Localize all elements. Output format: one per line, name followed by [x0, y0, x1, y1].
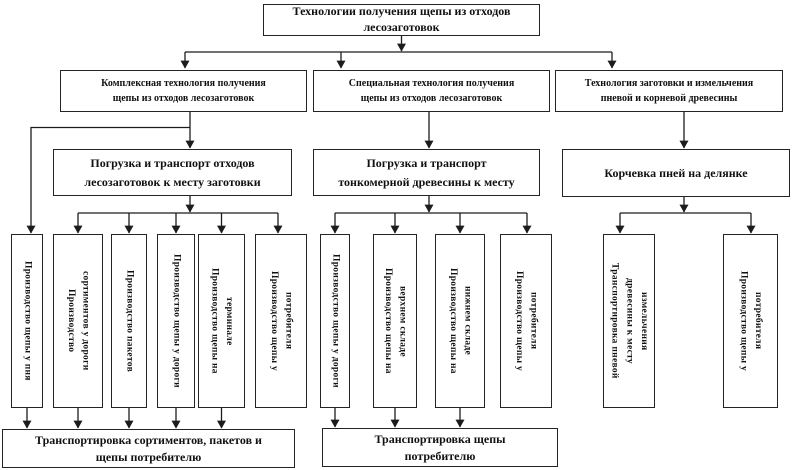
branch3-production-label-1: Транспортировка пневой древесины к месту…	[609, 263, 650, 379]
branch3-technology-box: Технология заготовки и измельчения пнево…	[555, 70, 783, 112]
branch3-production-box-2: Производство щепы у потребителя	[723, 234, 778, 408]
branch1-production-label-4: Производство щепы у дороги	[171, 254, 182, 388]
branch1-production-label-6: Производство щепы у потребителя	[269, 270, 294, 372]
branch2-delivery-box: Транспортировка щепы потребителю	[322, 428, 558, 467]
branch1-production-box-1: Производство щепы у пня	[11, 234, 43, 408]
branch2-technology-box: Специальная технология получения щепы из…	[313, 70, 550, 112]
branch2-production-label-3: Производство щепы на нижнем складе	[448, 268, 473, 374]
branch3-production-box-1: Транспортировка пневой древесины к месту…	[603, 234, 655, 408]
branch1-delivery-box: Транспортировка сортиментов, пакетов и щ…	[2, 429, 295, 468]
branch1-production-box-5: Производство щепы на терминале	[198, 234, 245, 408]
branch2-production-box-2: Производство щепы на верхнем складе	[373, 234, 417, 408]
branch1-production-label-5: Производство щепы на терминале	[209, 268, 235, 374]
branch2-production-box-4: Производство щепы у потребителя	[500, 234, 552, 408]
branch2-production-box-3: Производство щепы на нижнем складе	[435, 234, 485, 408]
branch3-production-label-2: Производство щепы у потребителя	[738, 270, 764, 372]
branch2-production-label-4: Производство щепы у потребителя	[514, 270, 539, 372]
branch3-operation-box: Корчевка пней на делянке	[562, 149, 790, 197]
branch2-production-box-1: Производство щепы у дороги	[320, 234, 350, 408]
branch1-production-box-3: Производство пакетов	[111, 234, 147, 408]
branch1-production-label-1: Производство щепы у пня	[22, 261, 33, 381]
branch2-operation-box: Погрузка и транспорт тонкомерной древеси…	[313, 149, 540, 196]
branch1-production-label-2: Производство сортиментов у дороги	[66, 271, 91, 371]
branch1-operation-box: Погрузка и транспорт отходов лесозаготов…	[53, 149, 292, 196]
branch1-production-box-2: Производство сортиментов у дороги	[53, 234, 103, 408]
branch2-production-label-2: Производство щепы на верхнем складе	[383, 268, 408, 374]
branch1-production-box-4: Производство щепы у дороги	[157, 234, 195, 408]
branch1-production-box-6: Производство щепы у потребителя	[255, 234, 307, 408]
root-box: Технологии получения щепы из отходов лес…	[263, 4, 540, 36]
branch1-technology-box: Комплексная технология получения щепы из…	[60, 70, 307, 112]
branch1-production-label-3: Производство пакетов	[124, 270, 135, 372]
branch2-production-label-1: Производство щепы у дороги	[330, 254, 341, 388]
